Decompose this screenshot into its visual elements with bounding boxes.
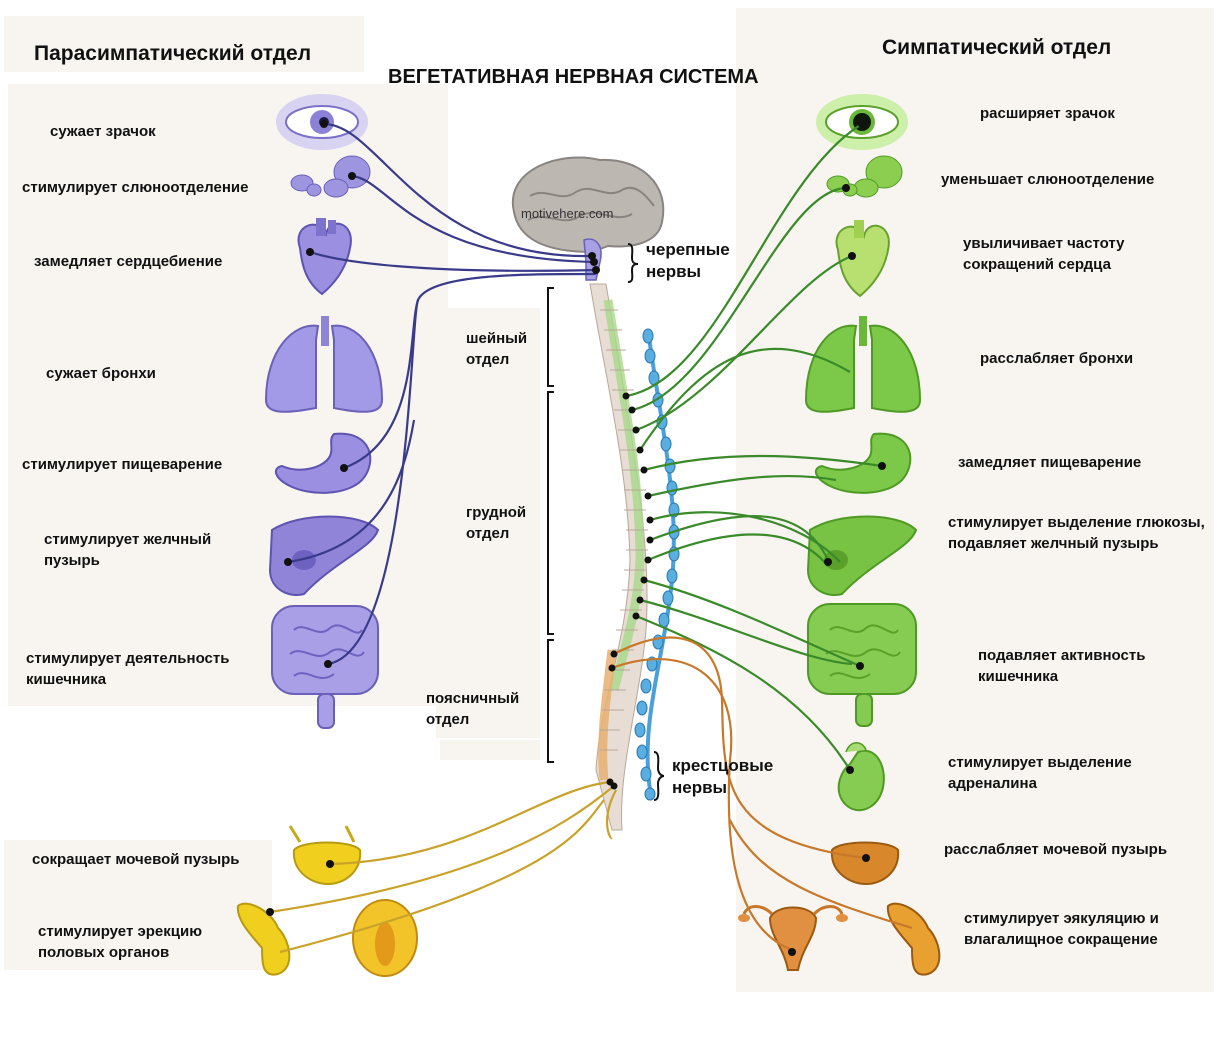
left-effect-gallbladder: стимулирует желчный пузырь xyxy=(44,531,212,569)
diagram-title: ВЕГЕТАТИВНАЯ НЕРВНАЯ СИСТЕМА xyxy=(388,66,759,88)
right-effect-digestion: замедляет пищеварение xyxy=(958,454,1142,471)
right-panel xyxy=(736,8,1214,992)
thoracic-label: грудной отдел xyxy=(466,504,527,542)
right-effect-bronchi: расслабляет бронхи xyxy=(980,350,1134,367)
left-female-organ-icon xyxy=(352,899,418,977)
right-top-panel xyxy=(800,20,1214,72)
left-male-organ-icon xyxy=(236,902,291,976)
right-intestine-icon xyxy=(807,603,917,727)
spine-labels-panel xyxy=(436,308,540,738)
left-liver-icon xyxy=(268,515,380,596)
left-effect-bladder: сокращает мочевой пузырь xyxy=(32,851,240,868)
left-heart-icon xyxy=(297,218,352,296)
right-bladder-icon xyxy=(830,841,900,886)
right-effect-saliva: уменьшает слюноотделение xyxy=(941,171,1155,188)
left-stomach-icon xyxy=(274,432,372,494)
left-bladder-icon xyxy=(288,825,362,886)
lumbar-nerves xyxy=(611,636,913,952)
right-effect-adrenaline: стимулирует выделение адреналина xyxy=(948,754,1132,792)
right-uterus-icon xyxy=(738,905,848,971)
sympathetic-chain xyxy=(634,328,680,801)
left-effect-pupil: сужает зрачок xyxy=(50,123,156,140)
left-intestine-icon xyxy=(271,605,379,729)
right-effect-intestine: подавляет активность кишечника xyxy=(978,647,1146,685)
spine-bottom-panel xyxy=(440,740,540,760)
left-effect-erection: стимулирует эрекцию половых органов xyxy=(38,923,203,961)
left-effect-bronchi: сужает бронхи xyxy=(46,365,156,382)
cranial-nerves-label: черепные нервы xyxy=(646,240,730,281)
sympathetic-heading: Симпатический отдел xyxy=(882,36,1112,59)
left-effect-digestion: стимулирует пищеварение xyxy=(22,456,223,473)
right-effect-heart: увыличивает частоту сокращений сердца xyxy=(963,235,1125,273)
right-male-organ-icon xyxy=(886,902,941,976)
region-brackets xyxy=(547,243,665,801)
right-effect-ejaculation: стимулирует эякуляцию и влагалищное сокр… xyxy=(964,910,1159,948)
left-bottom-panel xyxy=(4,840,272,970)
right-liver-icon xyxy=(806,515,918,596)
right-salivary-gland-icon xyxy=(826,155,903,198)
nerve-endpoints xyxy=(266,120,886,956)
left-effect-heart: замедляет сердцебиение xyxy=(34,253,223,270)
left-lungs-icon xyxy=(264,316,384,413)
cervical-label: шейный отдел xyxy=(466,330,528,368)
left-effect-saliva: стимулирует слюноотделение xyxy=(22,179,249,196)
left-effect-intestine: стимулирует деятельность кишечника xyxy=(26,650,230,688)
parasympathetic-heading: Парасимпатический отдел xyxy=(34,42,312,65)
right-heart-icon xyxy=(835,220,890,298)
sympathetic-nerves xyxy=(625,123,883,771)
right-adrenal-kidney-icon xyxy=(837,742,885,811)
right-lungs-icon xyxy=(804,316,922,413)
right-effect-liver: стимулирует выделение глюкозы, подавляет… xyxy=(948,514,1205,552)
right-effect-bladder: расслабляет мочевой пузырь xyxy=(944,841,1168,858)
parasympathetic-nerves xyxy=(287,122,597,666)
watermark: motivehere.com xyxy=(521,206,614,221)
sacral-nerves xyxy=(269,780,617,954)
sacral-nerves-label: крестцовые нервы xyxy=(672,756,774,797)
left-top-panel xyxy=(4,16,364,72)
lumbar-label: поясничный отдел xyxy=(426,690,520,728)
left-salivary-gland-icon xyxy=(290,155,371,198)
right-effect-pupil: расширяет зрачок xyxy=(980,105,1115,122)
